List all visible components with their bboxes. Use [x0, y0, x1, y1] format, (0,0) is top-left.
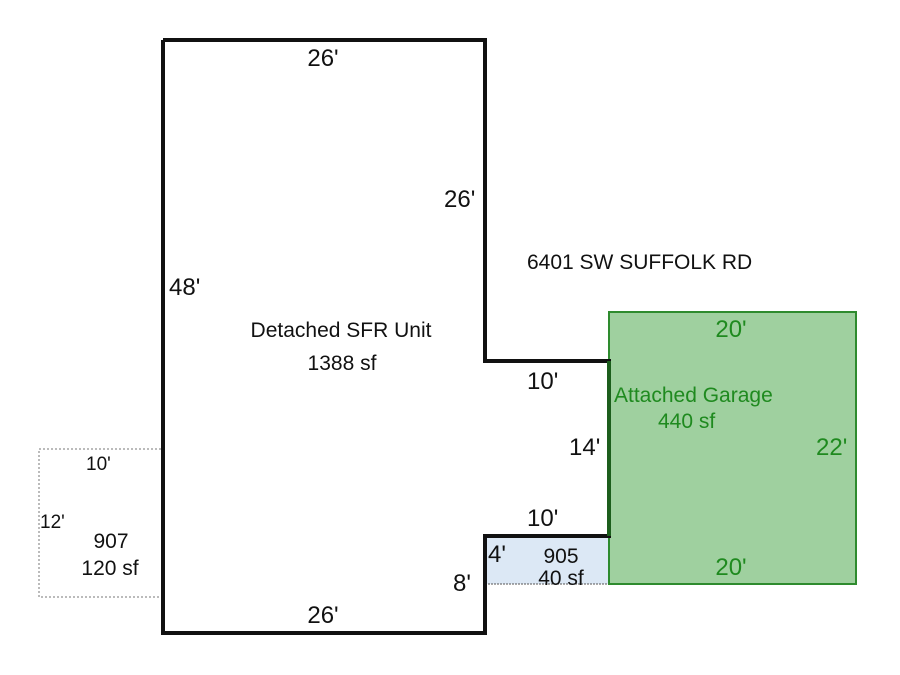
- porch-side-dimension: 4': [488, 541, 506, 568]
- garage-right-dimension: 22': [816, 434, 848, 461]
- patio-area: 120 sf: [81, 557, 139, 580]
- address-label: 6401 SW SUFFOLK RD: [527, 251, 753, 274]
- porch-905-area: [485, 536, 609, 584]
- main-step-upper-dimension: 10': [527, 368, 559, 395]
- garage-bottom-dimension: 20': [715, 554, 747, 581]
- main-left-dimension: 48': [169, 274, 201, 301]
- main-top-dimension: 26': [307, 45, 339, 72]
- garage-area-label: 440 sf: [658, 410, 716, 433]
- main-step-lower-dimension: 10': [527, 505, 559, 532]
- main-right-lower-dimension: 8': [453, 570, 471, 597]
- garage-name: Attached Garage: [614, 384, 773, 407]
- main-unit-name: Detached SFR Unit: [250, 319, 432, 342]
- main-bottom-dimension: 26': [307, 602, 339, 629]
- patio-top-dimension: 10': [86, 454, 111, 475]
- main-right-upper-dimension: 26': [444, 186, 476, 213]
- main-unit-area: 1388 sf: [307, 352, 377, 375]
- porch-code: 905: [543, 545, 579, 568]
- main-right-middle-dimension: 14': [569, 434, 601, 461]
- patio-side-dimension: 12': [40, 512, 65, 533]
- garage-top-dimension: 20': [715, 316, 747, 343]
- porch-area: 40 sf: [538, 567, 584, 590]
- patio-code: 907: [93, 530, 129, 553]
- garage-area: [608, 311, 857, 585]
